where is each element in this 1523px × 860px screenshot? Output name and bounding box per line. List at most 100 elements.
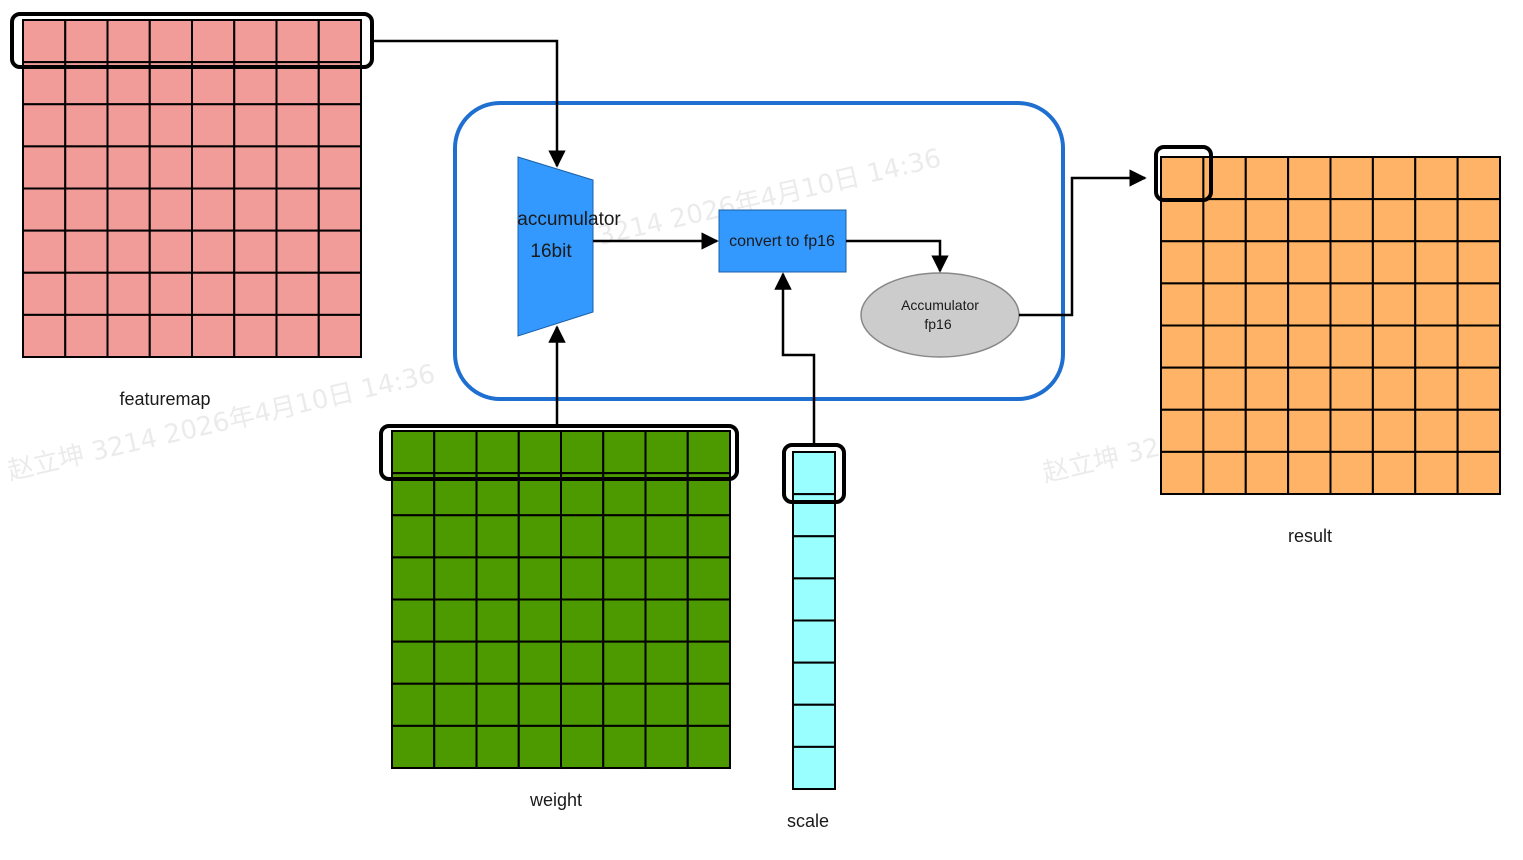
featuremap-cell (191, 271, 236, 316)
weight-cell (391, 682, 436, 727)
weight-cell (517, 556, 562, 601)
weight-cell (602, 430, 647, 475)
featuremap-cell (148, 61, 193, 106)
accumulator-16bit-label-line1: accumulator (517, 209, 621, 230)
result-cell (1287, 240, 1332, 285)
accumulator-fp16-block (860, 272, 1020, 358)
watermark-1: 赵立坤 3214 2026年4月10日 14:36 (5, 359, 438, 487)
result-cell (1160, 198, 1205, 243)
weight-cell (686, 598, 731, 643)
result-cell (1329, 282, 1374, 327)
featuremap-cell (233, 103, 278, 148)
featuremap-cell (233, 187, 278, 232)
featuremap-cell (64, 103, 109, 148)
result-cell (1371, 198, 1417, 243)
featuremap-cell (191, 103, 236, 148)
weight-cell (475, 556, 520, 601)
accumulator-16bit-block (517, 156, 594, 337)
result-cell (1160, 366, 1205, 411)
result-cell (1244, 198, 1290, 243)
result-label: result (1288, 526, 1332, 546)
featuremap-cell (191, 145, 236, 190)
result-cell (1371, 450, 1417, 496)
weight-cell (602, 682, 647, 727)
result-cell (1160, 156, 1205, 201)
featuremap-cell (64, 229, 109, 274)
accumulator-16bit-label-line2: 16bit (530, 241, 572, 262)
weight-cell (433, 724, 478, 770)
featuremap-cell (22, 103, 67, 148)
weight-cell (686, 724, 731, 770)
featuremap-cell (64, 271, 109, 316)
result-cell (1414, 450, 1459, 496)
featuremap-cell (106, 229, 151, 274)
accumulator-fp16-label-line2: fp16 (924, 316, 951, 332)
result-cell (1371, 366, 1417, 411)
weight-cell (517, 514, 562, 559)
featuremap-cell (317, 145, 362, 190)
result-cell (1456, 366, 1502, 411)
featuremap-cell (106, 271, 151, 316)
result-cell (1414, 156, 1459, 201)
featuremap-cell (22, 229, 67, 274)
weight-cell (433, 640, 478, 685)
result-cell (1244, 282, 1290, 327)
scale-cell (792, 619, 836, 664)
weight-cell (517, 724, 562, 770)
result-cell (1329, 240, 1374, 285)
result-cell (1160, 408, 1205, 453)
featuremap-cell (275, 187, 320, 232)
featuremap-cell (233, 313, 278, 359)
scale-cell (792, 703, 836, 748)
featuremap-cell (106, 19, 151, 64)
featuremap-cell (191, 187, 236, 232)
scale-label: scale (787, 811, 829, 831)
featuremap-cell (233, 19, 278, 64)
weight-cell (560, 556, 605, 601)
weight-cell (475, 640, 520, 685)
scale-cell (792, 577, 836, 622)
featuremap-cell (275, 19, 320, 64)
convert-to-fp16-accumulator-arrow (846, 239, 949, 273)
scale-cell (792, 451, 836, 496)
result-cell (1414, 366, 1459, 411)
result-cell (1287, 366, 1332, 411)
result-cell (1329, 366, 1374, 411)
result-cell (1329, 408, 1374, 453)
weight-cell (602, 598, 647, 643)
result-cell (1329, 450, 1374, 496)
featuremap-cell (317, 103, 362, 148)
result-cell (1202, 366, 1247, 411)
convert-to-fp16-label: convert to fp16 (729, 233, 835, 250)
weight-cell (644, 724, 689, 770)
featuremap-cell (148, 271, 193, 316)
result-cell (1287, 282, 1332, 327)
weight-cell (602, 724, 647, 770)
result-cell (1202, 198, 1247, 243)
result-cell (1202, 450, 1247, 496)
result-cell (1160, 282, 1205, 327)
weight-cell (560, 514, 605, 559)
weight-cell (686, 682, 731, 727)
result-cell (1160, 450, 1205, 496)
featuremap-cell (148, 145, 193, 190)
weight-cell (602, 640, 647, 685)
result-cell (1202, 324, 1247, 369)
weight-cell (433, 598, 478, 643)
weight-cell (686, 640, 731, 685)
result-cell (1329, 324, 1374, 369)
result-cell (1456, 198, 1502, 243)
weight-cell (560, 682, 605, 727)
weight-cell (391, 430, 436, 475)
result-cell (1456, 408, 1502, 453)
result-cell (1456, 156, 1502, 201)
result-cell (1371, 408, 1417, 453)
result-cell (1329, 156, 1374, 201)
featuremap-grid (22, 19, 362, 359)
result-cell (1287, 198, 1332, 243)
scale-cell (792, 745, 836, 791)
weight-cell (686, 430, 731, 475)
featuremap-cell (275, 313, 320, 359)
result-cell (1456, 282, 1502, 327)
featuremap-cell (233, 145, 278, 190)
